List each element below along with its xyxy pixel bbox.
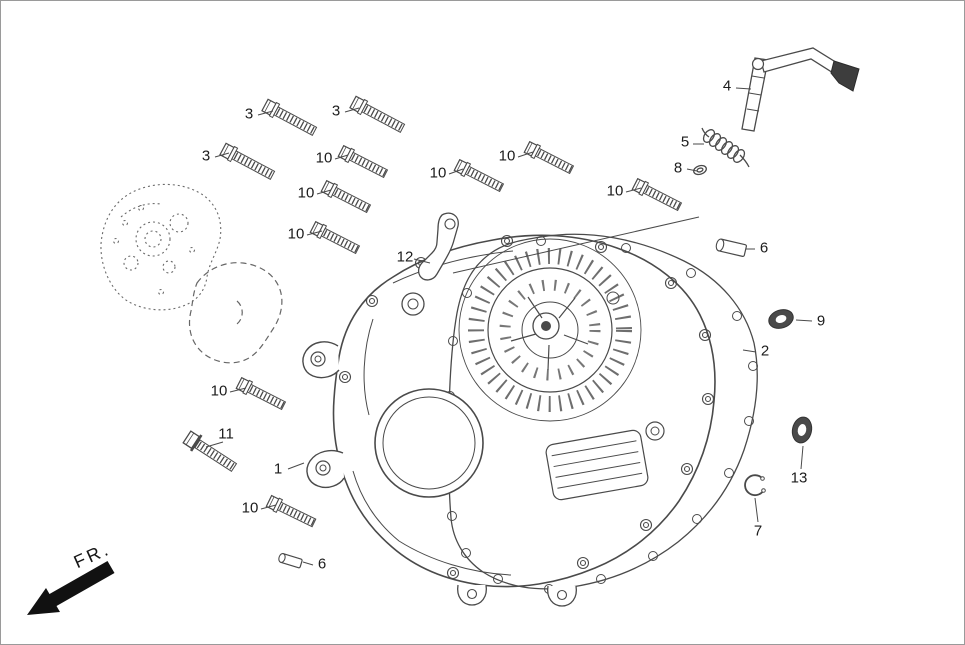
callout-part-10-c: 10 xyxy=(287,225,305,243)
callout-part-7: 7 xyxy=(753,522,763,540)
bolt-10-icon xyxy=(310,221,361,256)
callout-part-3-b: 3 xyxy=(331,102,341,120)
callout-part-10-h: 10 xyxy=(241,499,259,517)
leader-lines xyxy=(205,87,813,566)
bolt-10-icon xyxy=(524,141,575,176)
bolt-10-icon xyxy=(266,495,317,530)
callout-part-8: 8 xyxy=(673,159,683,177)
bolt-3-icon xyxy=(261,98,317,138)
callout-part-10-f: 10 xyxy=(606,182,624,200)
left-crankcase-reference-outline xyxy=(100,183,222,311)
return-spring-icon xyxy=(701,127,750,168)
clutch-release-arm-icon xyxy=(741,47,860,132)
callout-part-12: 12 xyxy=(396,248,414,266)
dowel-pin-bottom-icon xyxy=(278,553,303,569)
bolt-10-icon xyxy=(236,377,287,412)
washer-clip-icon xyxy=(693,164,707,176)
bolt-3-icon xyxy=(219,142,275,182)
callout-part-10-d: 10 xyxy=(429,164,447,182)
front-direction-arrow-icon xyxy=(27,561,115,615)
callout-part-3-a: 3 xyxy=(244,105,254,123)
bolt-10-icon xyxy=(632,178,683,213)
circlip-icon xyxy=(744,474,766,497)
cover-details xyxy=(302,216,715,607)
clutch-cover-body xyxy=(332,234,716,588)
bolt-10-icon xyxy=(321,180,372,215)
callout-part-10-b: 10 xyxy=(297,184,315,202)
callout-part-5: 5 xyxy=(680,133,690,151)
dowel-pin-top-icon xyxy=(715,238,747,257)
callout-part-13: 13 xyxy=(790,469,808,487)
bracket-stay-icon xyxy=(417,212,459,281)
callout-part-6-a: 6 xyxy=(759,239,769,257)
oil-seal-9-icon xyxy=(768,309,794,329)
callout-part-2: 2 xyxy=(760,342,770,360)
callout-part-10-g: 10 xyxy=(210,382,228,400)
bolt-10-icon xyxy=(338,145,389,180)
callout-part-1: 1 xyxy=(273,460,283,478)
callout-part-4: 4 xyxy=(722,77,732,95)
bolt-10-icon xyxy=(454,159,505,194)
left-gasket-reference-outline xyxy=(188,262,283,364)
callout-part-9: 9 xyxy=(816,312,826,330)
callout-part-11: 11 xyxy=(218,425,234,443)
bolt-3-icon xyxy=(349,95,405,135)
callout-part-3-c: 3 xyxy=(201,147,211,165)
callout-part-10-a: 10 xyxy=(315,149,333,167)
oil-seal-13-icon xyxy=(791,416,813,444)
callout-part-6-b: 6 xyxy=(317,555,327,573)
callout-part-10-e: 10 xyxy=(498,147,516,165)
